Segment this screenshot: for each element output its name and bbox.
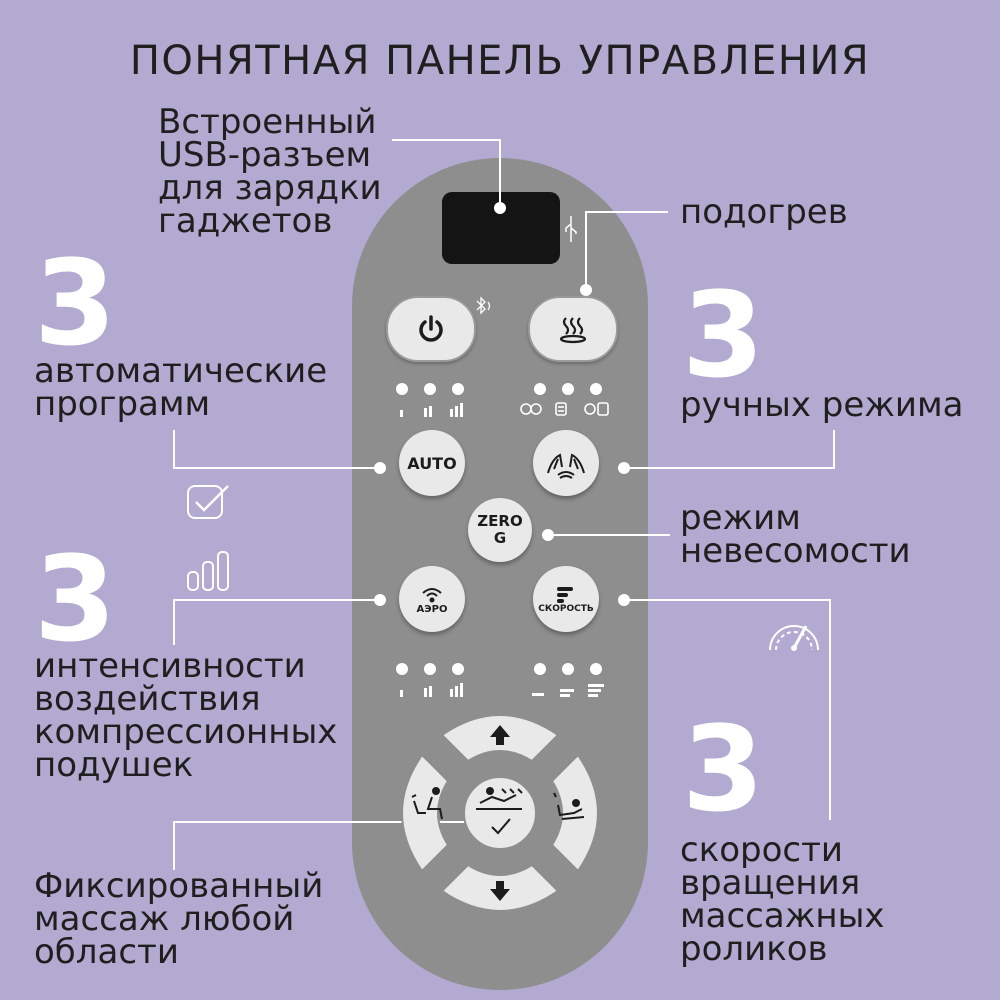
page-title: ПОНЯТНАЯ ПАНЕЛЬ УПРАВЛЕНИЯ (129, 38, 871, 84)
checkbox-icon (187, 485, 229, 519)
air-level-bars (400, 683, 463, 697)
fixed-massage-button[interactable] (463, 776, 537, 850)
massage-point-icon (476, 787, 523, 835)
speed-level-bars (532, 684, 604, 697)
speedometer-icon (769, 625, 819, 651)
speed-count: 3 (682, 700, 765, 838)
signal-bars-icon (187, 551, 229, 591)
auto-count: 3 (34, 234, 117, 372)
manual-indicator-1 (534, 383, 546, 395)
remote-control-body (352, 158, 648, 990)
air-indicator-2 (424, 663, 436, 675)
heat-icon (559, 317, 587, 344)
recline-back-icon (411, 787, 443, 820)
air-button[interactable]: АЭРО (399, 566, 465, 632)
heat-button[interactable] (528, 296, 618, 362)
speed-icon (557, 587, 573, 603)
air-indicator-3 (452, 663, 464, 675)
power-icon (419, 315, 443, 342)
usb-icon (565, 216, 577, 242)
manual-modes-label: ручных режима (680, 385, 964, 425)
speed-indicator-1 (534, 663, 546, 675)
bluetooth-icon (476, 296, 491, 315)
direction-pad (401, 714, 599, 912)
auto-button[interactable]: AUTO (399, 430, 465, 496)
intensity-count: 3 (34, 530, 117, 668)
auto-indicator-3 (452, 383, 464, 395)
manual-massage-button[interactable] (533, 430, 599, 496)
manual-count: 3 (682, 266, 765, 404)
recline-forward-icon (553, 792, 585, 820)
manual-indicator-2 (562, 383, 574, 395)
manual-mode-glyphs (520, 402, 609, 416)
manual-indicator-3 (590, 383, 602, 395)
auto-indicator-1 (396, 383, 408, 395)
auto-indicator-2 (424, 383, 436, 395)
speed-indicator-2 (562, 663, 574, 675)
power-button[interactable] (386, 296, 476, 362)
hands-massage-icon (547, 453, 585, 479)
air-indicator-1 (396, 663, 408, 675)
air-icon (422, 587, 442, 602)
arrow-down-icon (490, 881, 510, 901)
speed-indicator-3 (590, 663, 602, 675)
speed-button[interactable]: СКОРОСТЬ (533, 566, 599, 632)
heat-label: подогрев (680, 192, 848, 232)
intensity-level-bars (400, 403, 463, 417)
arrow-up-icon (490, 725, 510, 745)
zero-gravity-button[interactable]: ZERO G (468, 498, 532, 562)
